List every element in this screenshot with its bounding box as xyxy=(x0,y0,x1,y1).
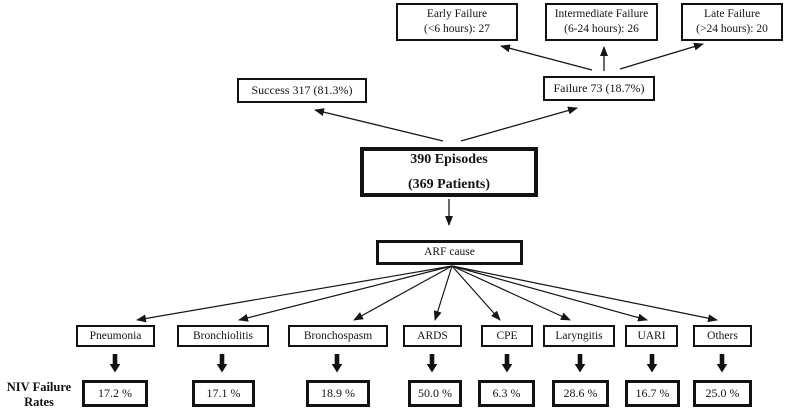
thick-down-arrow xyxy=(216,354,228,373)
cause-label: Others xyxy=(707,329,738,342)
thick-down-arrow xyxy=(574,354,586,373)
thick-down-arrow xyxy=(501,354,513,373)
arrow-arf-to-uari xyxy=(451,265,648,322)
cause-box-ards: ARDS xyxy=(403,325,462,347)
cause-box-others: Others xyxy=(693,325,752,347)
cause-box-pneumonia: Pneumonia xyxy=(76,325,155,347)
rate-box-pneumonia: 17.2 % xyxy=(82,380,148,407)
arrow-arf-to-laryngitis xyxy=(451,265,571,321)
cause-label: Laryngitis xyxy=(555,329,603,342)
late-failure-line2: (>24 hours): 20 xyxy=(696,23,768,35)
cause-label: Pneumonia xyxy=(89,329,142,342)
root-line2: (369 Patients) xyxy=(407,176,491,192)
arrow-arf-to-bronchospasm xyxy=(353,265,453,321)
failure-label: Failure 73 (18.7%) xyxy=(553,81,645,95)
thick-down-arrow xyxy=(646,354,658,373)
niv-label-line2: Rates xyxy=(24,394,54,409)
cause-label: ARDS xyxy=(417,329,448,342)
arrow-arf-to-cpe xyxy=(451,265,501,321)
thick-down-arrow xyxy=(331,354,343,373)
rate-value: 50.0 % xyxy=(418,386,452,400)
success-label: Success 317 (81.3%) xyxy=(251,83,353,97)
arrow-arf-to-pneumonia xyxy=(136,265,453,323)
early-failure-box: Early Failure (<6 hours): 27 xyxy=(396,3,518,41)
cause-box-bronchiolitis: Bronchiolitis xyxy=(177,325,269,347)
cause-label: Bronchospasm xyxy=(303,329,373,342)
arrow-arf-to-bronchiolitis xyxy=(238,265,453,322)
thick-down-arrow xyxy=(109,354,121,373)
niv-label-line1: NIV Failure xyxy=(6,380,72,394)
rate-box-ards: 50.0 % xyxy=(408,380,462,407)
arf-cause-box: ARF cause xyxy=(376,240,523,265)
late-failure-box: Late Failure (>24 hours): 20 xyxy=(681,3,783,41)
arrow-failure-to-late xyxy=(619,42,704,70)
rate-value: 16.7 % xyxy=(635,386,670,400)
success-box: Success 317 (81.3%) xyxy=(237,78,367,103)
rate-value: 17.2 % xyxy=(98,386,132,400)
cause-box-bronchospasm: Bronchospasm xyxy=(288,325,388,347)
thick-down-arrow xyxy=(426,354,438,373)
early-failure-line1: Early Failure xyxy=(426,8,488,20)
arrow-arf-to-ards xyxy=(433,265,453,321)
rate-box-cpe: 6.3 % xyxy=(478,380,535,407)
rate-value: 28.6 % xyxy=(563,386,598,400)
intermediate-failure-line2: (6-24 hours): 26 xyxy=(564,23,639,35)
cause-box-laryngitis: Laryngitis xyxy=(543,325,615,347)
arrow-root-to-success xyxy=(314,108,444,142)
rate-box-bronchospasm: 18.9 % xyxy=(306,380,370,407)
rate-box-uari: 16.7 % xyxy=(625,380,680,407)
rate-value: 17.1 % xyxy=(206,386,241,400)
thick-down-arrow xyxy=(716,354,728,373)
arrow-root-to-failure xyxy=(460,106,578,142)
cause-label: Bronchiolitis xyxy=(192,329,254,342)
root-line1: 390 Episodes xyxy=(410,152,488,167)
arrow-arf-to-others xyxy=(451,265,718,323)
cause-box-uari: UARI xyxy=(625,325,678,347)
arf-cause-label: ARF cause xyxy=(424,246,475,259)
rate-value: 18.9 % xyxy=(321,386,355,400)
intermediate-failure-line1: Intermediate Failure xyxy=(554,8,649,20)
root-episodes-box: 390 Episodes (369 Patients) xyxy=(360,147,538,197)
early-failure-line2: (<6 hours): 27 xyxy=(424,23,490,35)
niv-failure-rates-label: NIV Failure Rates xyxy=(0,380,78,409)
arrow-failure-to-early xyxy=(500,44,593,71)
rate-box-bronchiolitis: 17.1 % xyxy=(192,380,255,407)
cause-box-cpe: CPE xyxy=(481,325,533,347)
rate-box-others: 25.0 % xyxy=(693,380,752,407)
cause-label: UARI xyxy=(637,329,666,342)
intermediate-failure-box: Intermediate Failure (6-24 hours): 26 xyxy=(545,3,658,41)
rate-box-laryngitis: 28.6 % xyxy=(552,380,609,407)
failure-box: Failure 73 (18.7%) xyxy=(543,76,655,101)
late-failure-line1: Late Failure xyxy=(704,8,760,20)
rate-value: 25.0 % xyxy=(705,386,740,400)
cause-label: CPE xyxy=(496,329,518,342)
rate-value: 6.3 % xyxy=(492,386,521,400)
